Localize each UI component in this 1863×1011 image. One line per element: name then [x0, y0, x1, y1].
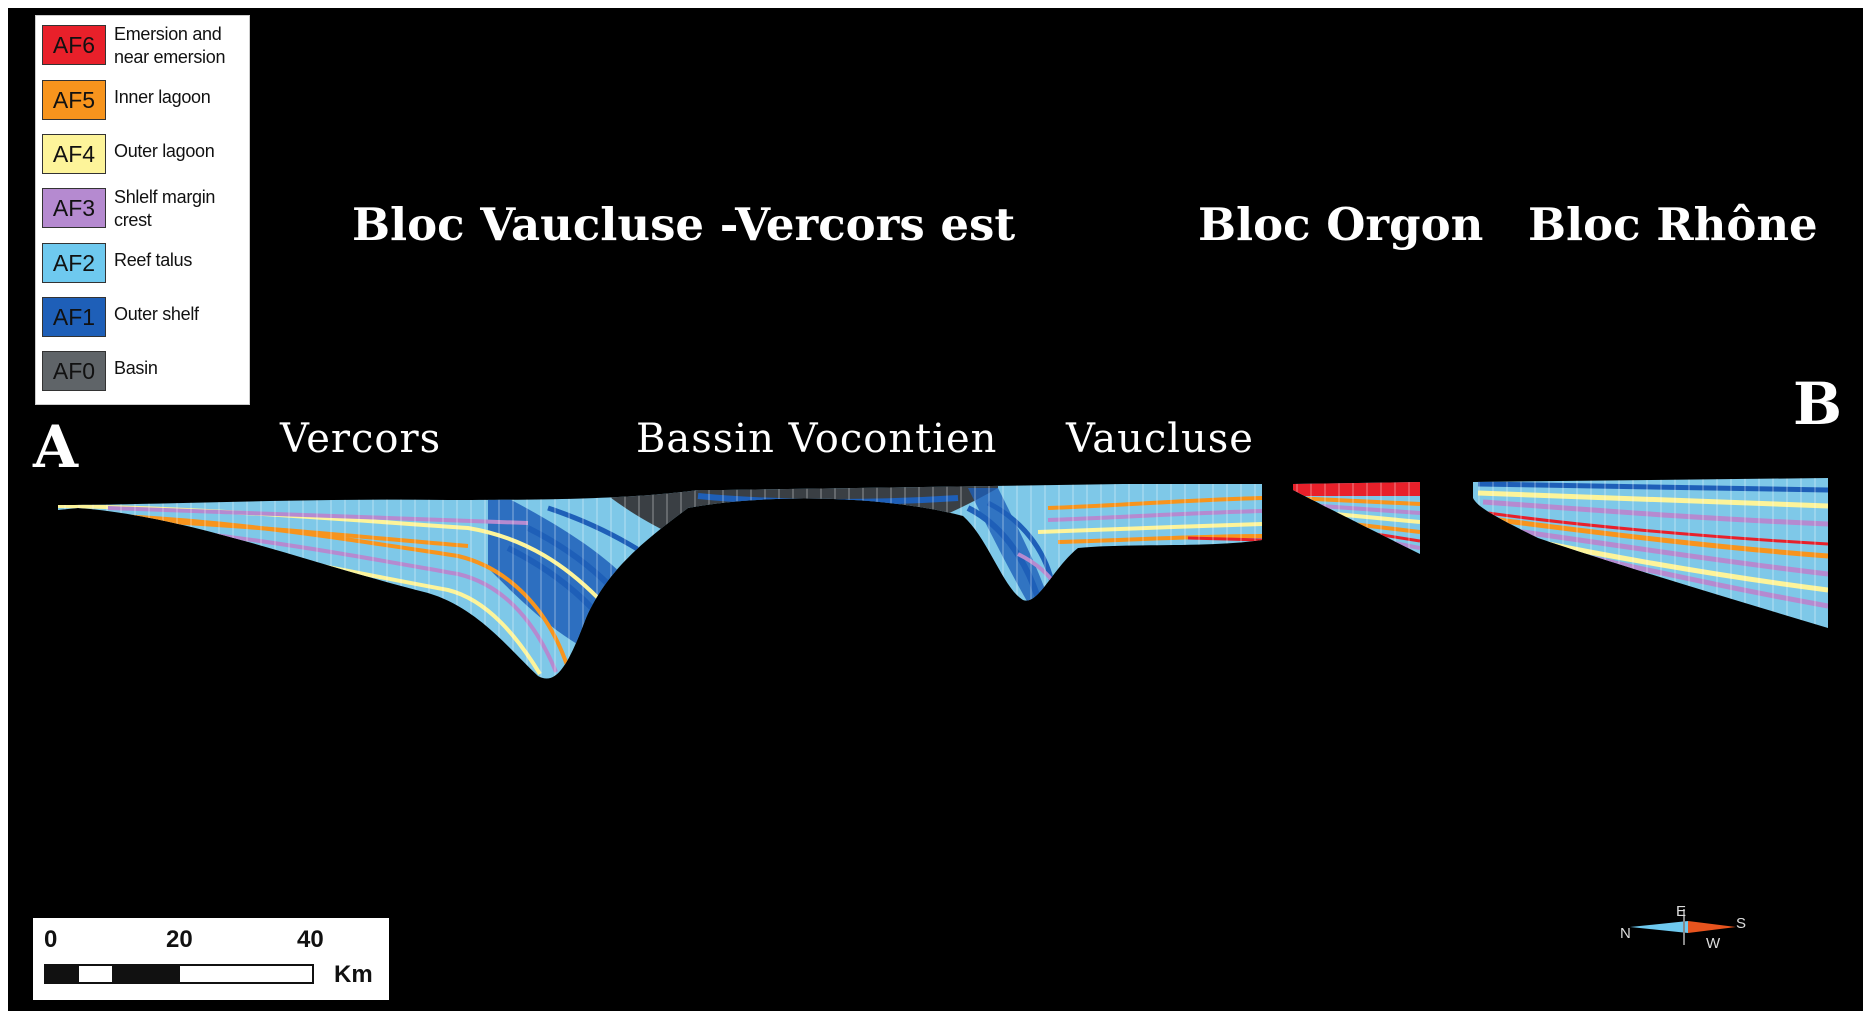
legend-item-af3: AF3 Shlelf margin crest [42, 186, 242, 236]
endpoint-b: B [1793, 370, 1843, 438]
endpoint-a: A [33, 413, 79, 481]
legend-item-af6: AF6 Emersion and near emersion [42, 23, 242, 73]
legend-label: Outer lagoon [114, 141, 215, 161]
scale-bar: 0 20 40 Km [33, 918, 389, 1000]
compass-n: N [1620, 925, 1631, 942]
region-label-bassin-vocontien: Bassin Vocontien [636, 416, 998, 462]
geological-cross-section [58, 478, 1828, 679]
title-bloc-vaucluse-vercors: Bloc Vaucluse -Vercors est [352, 198, 1016, 251]
legend-item-af2: AF2 Reef talus [42, 241, 242, 291]
legend-item-af1: AF1 Outer shelf [42, 295, 242, 345]
scale-tick-40: 40 [297, 926, 324, 953]
title-bloc-orgon: Bloc Orgon [1198, 198, 1484, 251]
legend-item-af0: AF0 Basin [42, 349, 242, 399]
legend-swatch: AF6 [42, 25, 106, 65]
block-orgon-section [1293, 482, 1420, 554]
legend-swatch: AF3 [42, 188, 106, 228]
legend-label: Emersion and near emersion [114, 24, 226, 67]
legend-swatch: AF0 [42, 351, 106, 391]
legend-item-af5: AF5 Inner lagoon [42, 78, 242, 128]
legend-swatch: AF4 [42, 134, 106, 174]
scale-bar-track [44, 964, 314, 984]
legend-label: Shlelf margin crest [114, 187, 216, 230]
legend-item-af4: AF4 Outer lagoon [42, 132, 242, 182]
region-label-vercors: Vercors [280, 416, 442, 462]
legend-swatch: AF1 [42, 297, 106, 337]
scale-unit: Km [334, 961, 373, 988]
legend-swatch: AF2 [42, 243, 106, 283]
compass-s: S [1736, 915, 1747, 932]
block-rhone-section [1473, 478, 1828, 628]
compass-w: W [1706, 935, 1721, 952]
legend-label: Inner lagoon [114, 87, 211, 107]
region-label-vaucluse: Vaucluse [1066, 416, 1254, 462]
scale-tick-20: 20 [166, 926, 193, 953]
legend-label: Outer shelf [114, 304, 199, 324]
compass-e: E [1676, 903, 1687, 920]
cross-section-figure: AF6 Emersion and near emersion AF5 Inner… [8, 8, 1863, 1011]
block-vaucluse-vercors-section [58, 484, 1262, 679]
compass-arrow-icon [1630, 909, 1736, 945]
legend-label: Reef talus [114, 250, 193, 270]
legend-label: Basin [114, 358, 158, 378]
legend-swatch: AF5 [42, 80, 106, 120]
compass-rose: N S E W [1618, 903, 1748, 953]
facies-legend: AF6 Emersion and near emersion AF5 Inner… [35, 15, 250, 405]
scale-tick-0: 0 [44, 926, 58, 953]
title-bloc-rhone: Bloc Rhône [1528, 198, 1818, 251]
